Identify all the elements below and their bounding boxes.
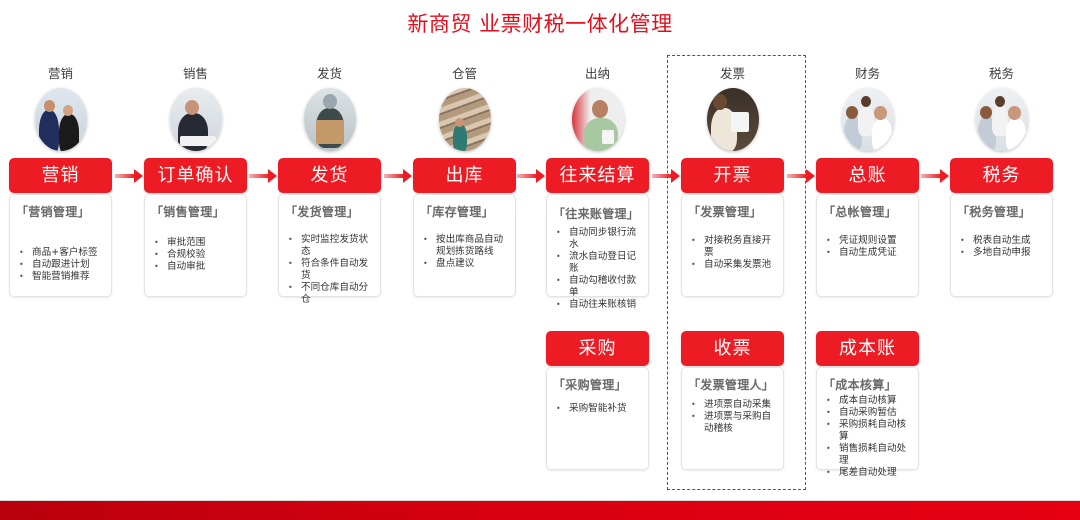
card-body-settlement: 「往来账管理」 自动同步银行流水 流水自动登日记账 自动勾稽收付款单 自动往来账… [546,194,649,311]
list-item: 合规校验 [151,249,240,261]
role-label-invoice: 发票 [719,66,745,81]
card-invoicing: 开票 「发票管理」 对接税务直接开票 自动采集发票池 [681,158,784,297]
salesman-signing-photo [170,88,222,151]
card-header-invoicing[interactable]: 开票 [681,158,784,193]
list-item: 尾差自动处理 [823,467,912,479]
flow-arrow-icon [787,169,815,183]
card-header-receive-invoice[interactable]: 收票 [681,331,784,366]
list-item: 凭证规则设置 [823,235,912,247]
list-item: 成本自动核算 [823,395,912,407]
card-header-order-confirm[interactable]: 订单确认 [144,158,247,193]
card-subtitle: 「库存管理」 [420,205,494,219]
card-tax: 税务 「税务管理」 税表自动生成 多地自动申报 [950,158,1053,297]
card-body-tax: 「税务管理」 税表自动生成 多地自动申报 [950,194,1053,297]
card-body-receive-invoice: 「发票管理人」 进项票自动采集 进项票与采购自动稽核 [681,367,784,470]
card-subtitle: 「总帐管理」 [823,205,897,219]
courier-carrying-box-photo [304,88,356,151]
card-marketing: 营销 「营销管理」 商品+客户标签 自动跟进计划 智能营销推荐 [9,158,112,297]
list-item: 自动审批 [151,261,240,273]
business-handshake-photo [35,88,87,151]
list-item: 销售损耗自动处理 [823,443,912,467]
list-item: 自动同步银行流水 [553,227,642,251]
flow-arrow-icon [921,169,949,183]
list-item: 采购损耗自动核算 [823,419,912,443]
cashier-with-tablet-photo [572,88,624,151]
list-item: 智能营销推荐 [16,271,105,283]
list-item: 按出库商品自动规划拣货路线 [420,234,509,258]
card-header-cost-ledger[interactable]: 成本账 [816,331,919,366]
card-subtitle: 「采购管理」 [553,378,627,392]
list-item: 自动勾稽收付款单 [553,275,642,299]
card-general-ledger: 总账 「总帐管理」 凭证规则设置 自动生成凭证 [816,158,919,297]
flow-arrow-icon [652,169,680,183]
card-body-cost-ledger: 「成本核算」 成本自动核算 自动采购暂估 采购损耗自动核算 销售损耗自动处理 尾… [816,367,919,479]
card-subtitle: 「成本核算」 [823,378,897,392]
card-subtitle: 「发票管理人」 [688,378,775,392]
list-item: 不同仓库自动分仓 [285,282,374,306]
role-label-tax: 税务 [988,66,1014,81]
card-header-tax[interactable]: 税务 [950,158,1053,193]
role-label-cashier: 出纳 [584,66,610,81]
role-label-warehouse: 仓管 [451,66,477,81]
list-item: 自动跟进计划 [16,259,105,271]
footer-red-bar [0,500,1080,520]
card-purchasing: 采购 「采购管理」 采购智能补货 [546,331,649,470]
list-item: 多地自动申报 [957,247,1046,259]
card-subtitle: 「营销管理」 [16,205,90,219]
list-item: 自动采购暂估 [823,407,912,419]
list-item: 自动往来账核销 [553,299,642,311]
card-header-marketing[interactable]: 营销 [9,158,112,193]
card-body-shipping: 「发货管理」 实时监控发货状态 符合条件自动发货 不同仓库自动分仓 [278,194,381,305]
flow-arrow-icon [517,169,545,183]
card-body-marketing: 「营销管理」 商品+客户标签 自动跟进计划 智能营销推荐 [9,194,112,297]
card-body-invoicing: 「发票管理」 对接税务直接开票 自动采集发票池 [681,194,784,297]
card-subtitle: 「发票管理」 [688,205,762,219]
list-item: 符合条件自动发货 [285,258,374,282]
card-order-confirm: 订单确认 「销售管理」 审批范围 合规校验 自动审批 [144,158,247,297]
card-header-settlement[interactable]: 往来结算 [546,158,649,193]
list-item: 实时监控发货状态 [285,234,374,258]
card-subtitle: 「税务管理」 [957,205,1031,219]
list-item: 商品+客户标签 [16,247,105,259]
card-body-outbound: 「库存管理」 按出库商品自动规划拣货路线 盘点建议 [413,194,516,297]
role-label-sales: 销售 [182,66,208,81]
role-label-shipping: 发货 [316,66,342,81]
card-subtitle: 「往来账管理」 [553,207,640,221]
flow-arrow-icon [384,169,412,183]
tax-team-photo [976,88,1028,151]
list-item: 进项票自动采集 [688,399,777,411]
invoice-group-dashed-box [667,55,806,490]
list-item: 审批范围 [151,237,240,249]
page-title: 新商贸 业票财税一体化管理 [407,12,673,36]
card-header-purchasing[interactable]: 采购 [546,331,649,366]
list-item: 自动生成凭证 [823,247,912,259]
invoice-signing-photo [707,88,759,151]
card-receive-invoice: 收票 「发票管理人」 进项票自动采集 进项票与采购自动稽核 [681,331,784,470]
card-body-purchasing: 「采购管理」 采购智能补货 [546,367,649,470]
card-settlement: 往来结算 「往来账管理」 自动同步银行流水 流水自动登日记账 自动勾稽收付款单 … [546,158,649,311]
list-item: 税表自动生成 [957,235,1046,247]
finance-team-photo [842,88,894,151]
list-item: 对接税务直接开票 [688,235,777,259]
role-label-marketing: 营销 [47,66,73,81]
flow-arrow-icon [249,169,277,183]
warehouse-shelves-photo [439,88,491,151]
list-item: 采购智能补货 [553,403,642,415]
card-header-outbound[interactable]: 出库 [413,158,516,193]
card-shipping: 发货 「发货管理」 实时监控发货状态 符合条件自动发货 不同仓库自动分仓 [278,158,381,305]
card-body-general-ledger: 「总帐管理」 凭证规则设置 自动生成凭证 [816,194,919,297]
card-body-order-confirm: 「销售管理」 审批范围 合规校验 自动审批 [144,194,247,297]
card-outbound: 出库 「库存管理」 按出库商品自动规划拣货路线 盘点建议 [413,158,516,297]
list-item: 进项票与采购自动稽核 [688,411,777,435]
list-item: 自动采集发票池 [688,259,777,271]
card-subtitle: 「销售管理」 [151,205,225,219]
list-item: 流水自动登日记账 [553,251,642,275]
card-header-shipping[interactable]: 发货 [278,158,381,193]
list-item: 盘点建议 [420,258,509,270]
role-label-finance: 财务 [854,66,880,81]
card-header-general-ledger[interactable]: 总账 [816,158,919,193]
card-subtitle: 「发货管理」 [285,205,359,219]
card-cost-ledger: 成本账 「成本核算」 成本自动核算 自动采购暂估 采购损耗自动核算 销售损耗自动… [816,331,919,479]
flow-arrow-icon [115,169,143,183]
